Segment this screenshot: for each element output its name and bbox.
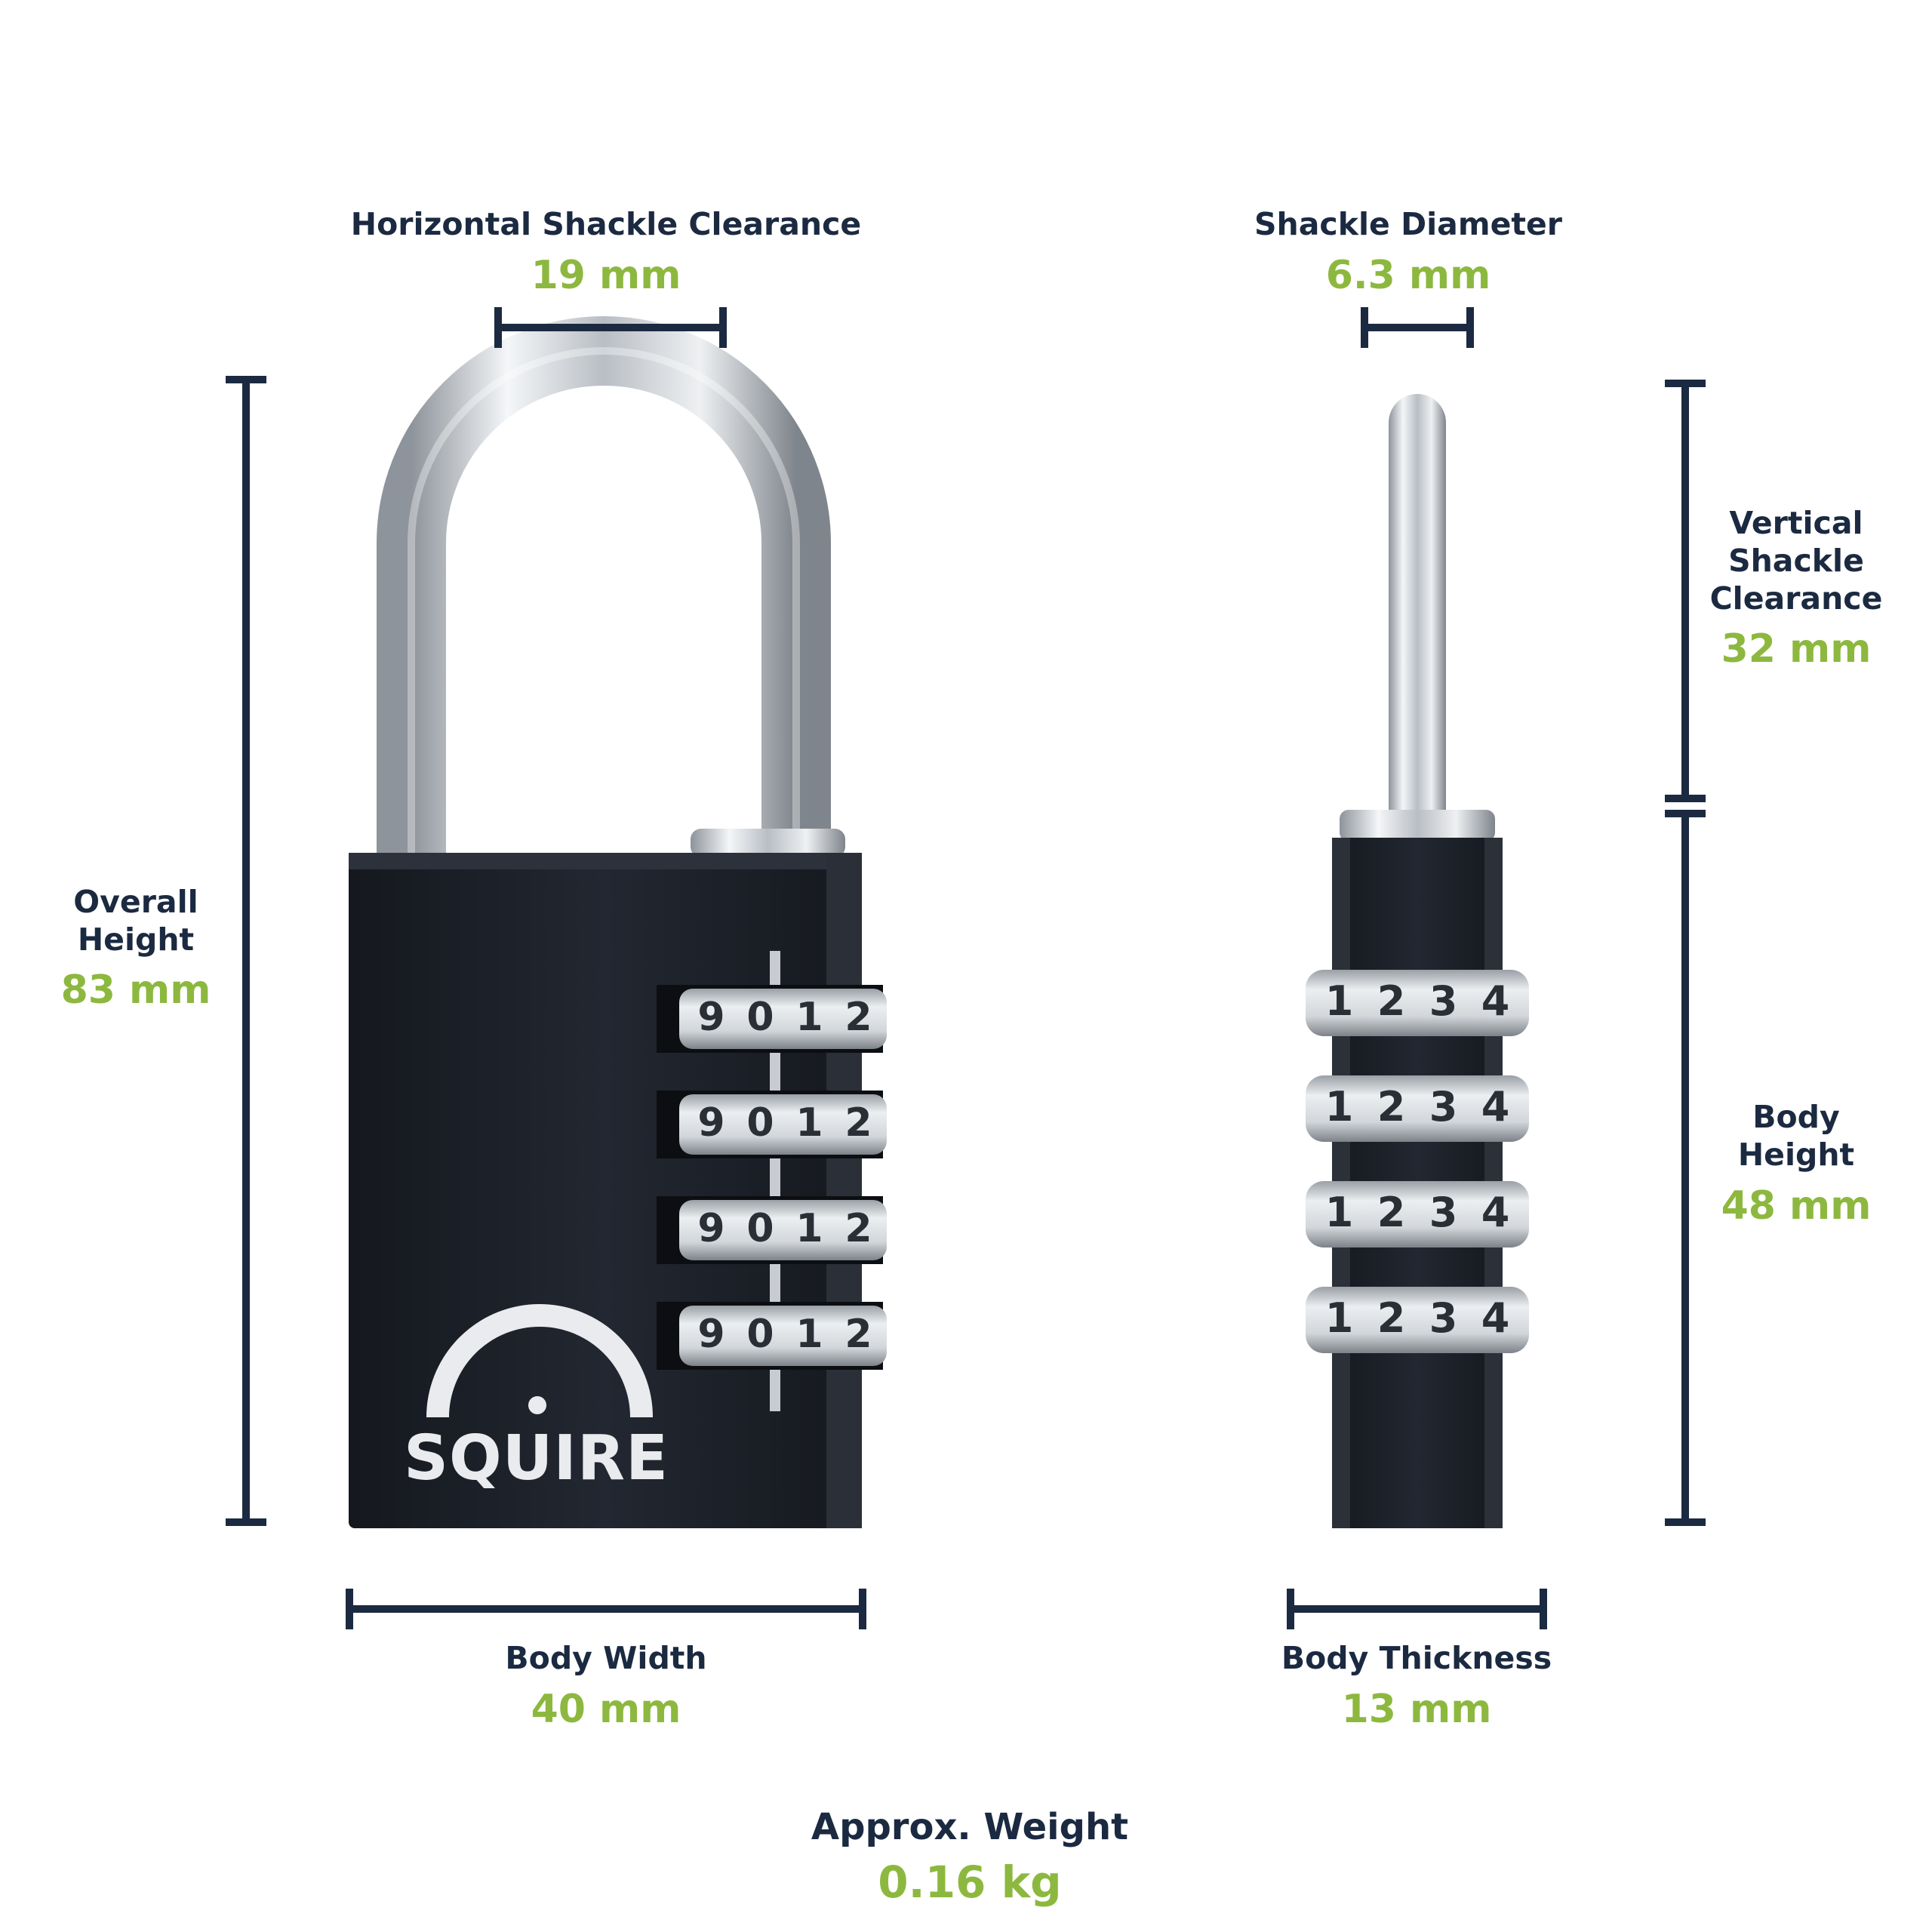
dimension-tick xyxy=(494,307,502,348)
dial-digit: 2 xyxy=(1377,1294,1406,1342)
approx-weight-label: Approx. Weight xyxy=(811,1806,1129,1848)
dimension-tick xyxy=(226,1518,266,1526)
overall-height-value: 83 mm xyxy=(60,968,211,1013)
dial-digit: 4 xyxy=(1481,1189,1510,1236)
body-thickness-label: Body Thickness xyxy=(1281,1640,1552,1676)
dial-digit: 2 xyxy=(1377,977,1406,1025)
body-height-value: 48 mm xyxy=(1721,1183,1872,1229)
brand-logo-text: SQUIRE xyxy=(404,1423,669,1494)
side-dials xyxy=(1306,970,1529,1353)
dimension-tick xyxy=(1665,810,1706,817)
dial-digit: 1 xyxy=(795,1206,823,1251)
dimension-tick xyxy=(346,1589,353,1629)
dial-digit: 9 xyxy=(697,1206,725,1251)
dimension-tick xyxy=(1361,307,1368,348)
dial-digit: 0 xyxy=(746,1206,774,1251)
dial-digit: 4 xyxy=(1481,977,1510,1025)
horizontal-shackle-clearance-label: Horizontal Shackle Clearance xyxy=(350,206,862,242)
body-width-bar xyxy=(346,1605,866,1613)
vertical-shackle-clearance-bar xyxy=(1681,381,1689,800)
side-padlock xyxy=(1306,394,1529,1528)
dimension-tick xyxy=(226,376,266,383)
body-thickness-bar xyxy=(1287,1605,1547,1613)
brand-arch xyxy=(426,1304,653,1418)
dial-digit: 2 xyxy=(844,1312,872,1357)
dial-digit: 2 xyxy=(1377,1189,1406,1236)
dimension-tick xyxy=(1665,380,1706,387)
dial-digit: 2 xyxy=(844,1206,872,1251)
dial-digit: 1 xyxy=(795,1312,823,1357)
body-width-value: 40 mm xyxy=(531,1687,681,1732)
dimension-tick xyxy=(1287,1589,1294,1629)
approx-weight-value: 0.16 kg xyxy=(878,1857,1062,1908)
dial-digit: 1 xyxy=(1324,977,1354,1025)
overall-height-bar xyxy=(242,377,250,1524)
dimension-tick xyxy=(1665,795,1706,802)
dial-digit: 0 xyxy=(746,1312,774,1357)
body-thickness-value: 13 mm xyxy=(1341,1687,1492,1732)
dimension-tick xyxy=(859,1589,866,1629)
overall-height-label: Overall Height xyxy=(73,884,198,958)
dial-digit: 2 xyxy=(1377,1083,1406,1131)
dial-digit: 1 xyxy=(795,995,823,1040)
dial-digit: 2 xyxy=(844,995,872,1040)
shackle-diameter-value: 6.3 mm xyxy=(1325,253,1491,298)
vertical-shackle-clearance-label: Vertical Shackle Clearance xyxy=(1709,505,1883,617)
horizontal-shackle-clearance-bar xyxy=(494,324,727,331)
body-width-label: Body Width xyxy=(505,1640,707,1676)
brand-mark-icon xyxy=(528,1396,546,1414)
dial-digit: 9 xyxy=(697,1100,725,1146)
body-height-bar xyxy=(1681,811,1689,1524)
dial-digit: 3 xyxy=(1429,1189,1458,1236)
dimension-tick xyxy=(1665,1518,1706,1526)
dial-digit: 9 xyxy=(697,995,725,1040)
dial-digit: 0 xyxy=(746,995,774,1040)
dial-digit: 1 xyxy=(795,1100,823,1146)
dial-digit: 1 xyxy=(1324,1294,1354,1342)
dial-digit: 3 xyxy=(1429,1083,1458,1131)
dial-digit: 1 xyxy=(1324,1189,1354,1236)
dimension-tick xyxy=(1540,1589,1547,1629)
front-dials xyxy=(657,985,887,1370)
shackle-diameter-bar xyxy=(1361,324,1474,331)
vertical-shackle-clearance-value: 32 mm xyxy=(1721,626,1872,672)
dial-digit: 0 xyxy=(746,1100,774,1146)
dimension-tick xyxy=(719,307,727,348)
dial-digit: 4 xyxy=(1481,1294,1510,1342)
dimension-tick xyxy=(1466,307,1474,348)
dial-digit: 3 xyxy=(1429,1294,1458,1342)
dial-digit: 2 xyxy=(844,1100,872,1146)
dial-digit: 4 xyxy=(1481,1083,1510,1131)
dial-digit: 3 xyxy=(1429,977,1458,1025)
side-shackle xyxy=(1389,394,1446,823)
body-height-label: Body Height xyxy=(1737,1099,1855,1174)
dial-digit: 9 xyxy=(697,1312,725,1357)
front-shackle xyxy=(377,316,831,857)
shackle-diameter-label: Shackle Diameter xyxy=(1254,206,1562,242)
dial-digit: 1 xyxy=(1324,1083,1354,1131)
horizontal-shackle-clearance-value: 19 mm xyxy=(531,253,681,298)
front-padlock xyxy=(349,316,887,1528)
